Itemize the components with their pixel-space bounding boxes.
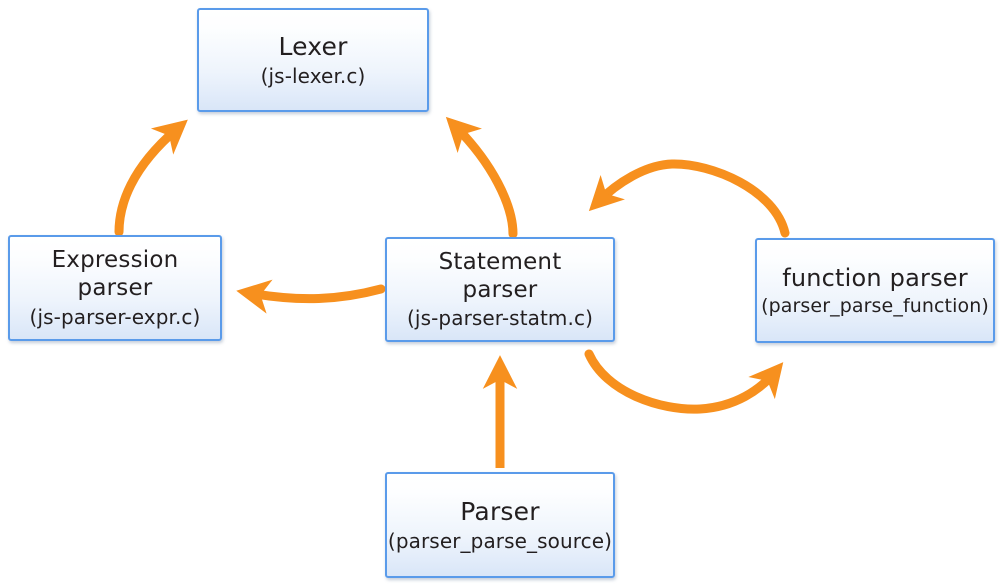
node-expression-parser-subtitle: (js-parser-expr.c) <box>29 304 201 329</box>
edge-statement-parser-to-expression-parser <box>236 279 386 314</box>
edge-statement-parser-to-function-parser <box>584 349 784 414</box>
node-function-parser-title: function parser <box>782 263 968 292</box>
node-parser-title: Parser <box>460 497 540 526</box>
node-parser[interactable]: Parser (parser_parse_source) <box>385 472 615 578</box>
node-function-parser-subtitle: (parser_parse_function) <box>761 294 989 317</box>
node-lexer-title: Lexer <box>278 32 348 61</box>
edge-statement-parser-to-lexer <box>445 116 518 239</box>
node-lexer-subtitle: (js-lexer.c) <box>260 64 366 88</box>
node-expression-parser-title: Expression parser <box>51 247 179 301</box>
node-statement-parser[interactable]: Statement parser (js-parser-statm.c) <box>385 237 615 342</box>
edge-function-parser-to-statement-parser <box>588 159 790 238</box>
node-parser-subtitle: (parser_parse_source) <box>387 529 613 553</box>
node-function-parser[interactable]: function parser (parser_parse_function) <box>755 238 995 343</box>
node-lexer[interactable]: Lexer (js-lexer.c) <box>197 8 429 112</box>
node-expression-parser[interactable]: Expression parser (js-parser-expr.c) <box>8 235 222 341</box>
node-statement-parser-subtitle: (js-parser-statm.c) <box>407 306 593 331</box>
edge-expression-parser-to-lexer <box>114 119 188 237</box>
node-statement-parser-title: Statement parser <box>438 248 562 303</box>
